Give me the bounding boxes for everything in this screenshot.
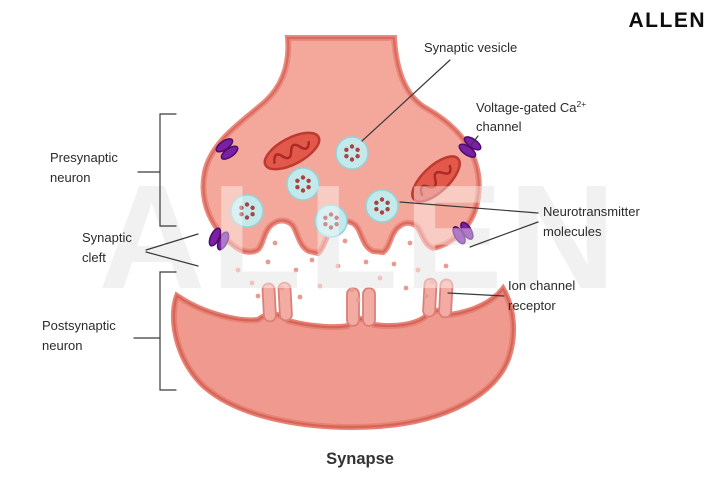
- neurotransmitter-dot: [355, 297, 361, 303]
- neurotransmitter-dot: [317, 283, 323, 289]
- label-postsynaptic-neuron-line1: Postsynaptic: [42, 318, 116, 333]
- neurotransmitter-dot: [349, 287, 355, 293]
- watermark-front: ALLEN: [98, 155, 621, 320]
- presynaptic-neuron-shape: [200, 35, 484, 257]
- neurotransmitter-dot: [415, 267, 421, 273]
- pointer-voltage-gated-channel: [470, 135, 479, 146]
- neurotransmitter-dot: [377, 275, 383, 281]
- neurotransmitter-dot: [423, 293, 429, 299]
- neurotransmitter-dot: [391, 261, 397, 267]
- label-voltage-gated-sup: 2+: [576, 99, 586, 109]
- label-voltage-gated-channel-line1: Voltage-gated Ca2+: [476, 99, 586, 115]
- label-synaptic-vesicle: Synaptic vesicle: [424, 40, 517, 55]
- allen-logo: ALLEN: [629, 9, 707, 32]
- neurotransmitter-dot: [363, 259, 369, 265]
- neurotransmitter-dot: [407, 240, 413, 246]
- pointer-neurotransmitter-1: [399, 201, 539, 214]
- neurotransmitter-dot: [279, 285, 285, 291]
- label-synaptic-cleft-line1: Synaptic: [82, 230, 132, 245]
- pointer-neurotransmitter-2: [469, 221, 539, 248]
- neurotransmitter-dot: [309, 257, 315, 263]
- label-voltage-gated-channel-line2: channel: [476, 119, 522, 134]
- bracket-presynaptic: [159, 113, 177, 227]
- label-neurotransmitter-line1: Neurotransmitter: [543, 204, 640, 219]
- pointer-synaptic-cleft-bottom: [145, 251, 199, 267]
- neurotransmitter-dot: [235, 267, 241, 273]
- neurotransmitter-dot: [293, 267, 299, 273]
- pointer-ion-channel-receptor: [447, 292, 505, 297]
- neurotransmitter-dot: [429, 279, 435, 285]
- label-presynaptic-neuron-line2: neuron: [50, 170, 90, 185]
- label-postsynaptic-neuron-line2: neuron: [42, 338, 82, 353]
- diagram-title: Synapse: [326, 450, 394, 468]
- neurotransmitter-dot: [342, 238, 348, 244]
- label-neurotransmitter-line2: molecules: [543, 224, 602, 239]
- annotation-lines: [133, 59, 539, 391]
- neurotransmitter-dot: [297, 294, 303, 300]
- label-synaptic-cleft-line2: cleft: [82, 250, 106, 265]
- label-presynaptic-neuron-line1: Presynaptic: [50, 150, 118, 165]
- neurotransmitter-dot: [255, 293, 261, 299]
- neurotransmitter-dot: [265, 259, 271, 265]
- label-ion-channel-line1: Ion channel: [508, 278, 575, 293]
- pointer-synaptic-vesicle: [361, 59, 451, 142]
- neurotransmitter-dot: [403, 285, 409, 291]
- neurotransmitter-dot: [249, 280, 255, 286]
- neurotransmitter-dot: [443, 263, 449, 269]
- pointer-synaptic-cleft-top: [145, 233, 199, 251]
- bracket-postsynaptic: [159, 271, 177, 391]
- neurotransmitter-dot: [272, 240, 278, 246]
- neurotransmitter-dots: [235, 238, 449, 303]
- label-voltage-gated-text: Voltage-gated Ca: [476, 100, 577, 115]
- postsynaptic-neuron-shape: [170, 277, 516, 430]
- labels: Synaptic vesicle Voltage-gated Ca2+ chan…: [42, 40, 640, 353]
- label-ion-channel-line2: receptor: [508, 298, 556, 313]
- neurotransmitter-dot: [335, 263, 341, 269]
